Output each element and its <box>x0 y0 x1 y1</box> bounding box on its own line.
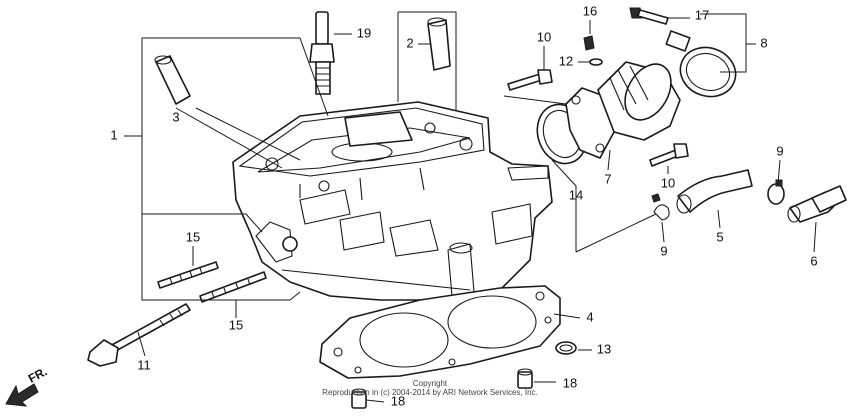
o-ring-small <box>555 341 577 355</box>
leader-lines <box>124 11 817 403</box>
callout-5: 5 <box>716 229 723 244</box>
valve-guide-3 <box>154 55 191 105</box>
stud-bolt-lower <box>199 271 267 303</box>
callout-10-lower: 10 <box>661 175 675 190</box>
dowel-pin-right <box>517 368 533 389</box>
callout-15-upper: 15 <box>186 229 200 244</box>
callout-16: 16 <box>583 3 597 18</box>
callout-3: 3 <box>172 109 179 124</box>
stud-bolt-upper <box>157 261 219 289</box>
tube-clip-left <box>651 193 670 221</box>
breather-tube <box>676 169 753 214</box>
front-arrow-icon <box>5 383 39 407</box>
callout-9-left: 9 <box>660 243 667 258</box>
bolt-10-lower <box>649 143 689 167</box>
valve-guide-2 <box>427 17 451 71</box>
callout-9-right: 9 <box>776 143 783 158</box>
washer-12 <box>589 58 603 66</box>
bolt-10-upper <box>507 69 553 91</box>
spark-plug <box>309 11 335 95</box>
copyright-line-1: Copyright <box>412 379 448 388</box>
callout-14: 14 <box>569 187 583 202</box>
callout-10-upper: 10 <box>537 29 551 44</box>
copyright-line-2: Reproduction in (c) 2004-2014 by ARI Net… <box>322 388 538 397</box>
cylinder-head <box>232 101 553 301</box>
bolt-17 <box>629 7 669 25</box>
tube-joint <box>787 185 847 223</box>
callout-18-right: 18 <box>563 375 577 390</box>
callout-4: 4 <box>586 309 593 324</box>
callout-19: 19 <box>357 25 371 40</box>
screw-16 <box>583 35 595 51</box>
callout-7: 7 <box>604 171 611 186</box>
callout-numbers: 1 2 3 4 5 6 7 8 9 9 10 10 11 12 13 14 15… <box>110 3 817 408</box>
intake-pipe <box>565 61 681 159</box>
callout-1: 1 <box>110 127 117 142</box>
callout-2: 2 <box>406 35 413 50</box>
tube-clip-right <box>767 179 785 205</box>
callout-13: 13 <box>597 341 611 356</box>
callout-8: 8 <box>760 35 767 50</box>
head-gasket <box>319 285 561 379</box>
callout-11: 11 <box>137 357 151 372</box>
callout-17: 17 <box>695 7 709 22</box>
cylinder-head-bolt <box>87 303 191 367</box>
hose-clamp-large <box>665 30 737 98</box>
callout-6: 6 <box>810 253 817 268</box>
callout-12: 12 <box>559 53 573 68</box>
callout-15-lower: 15 <box>229 317 243 332</box>
callout-18-left: 18 <box>391 393 405 408</box>
